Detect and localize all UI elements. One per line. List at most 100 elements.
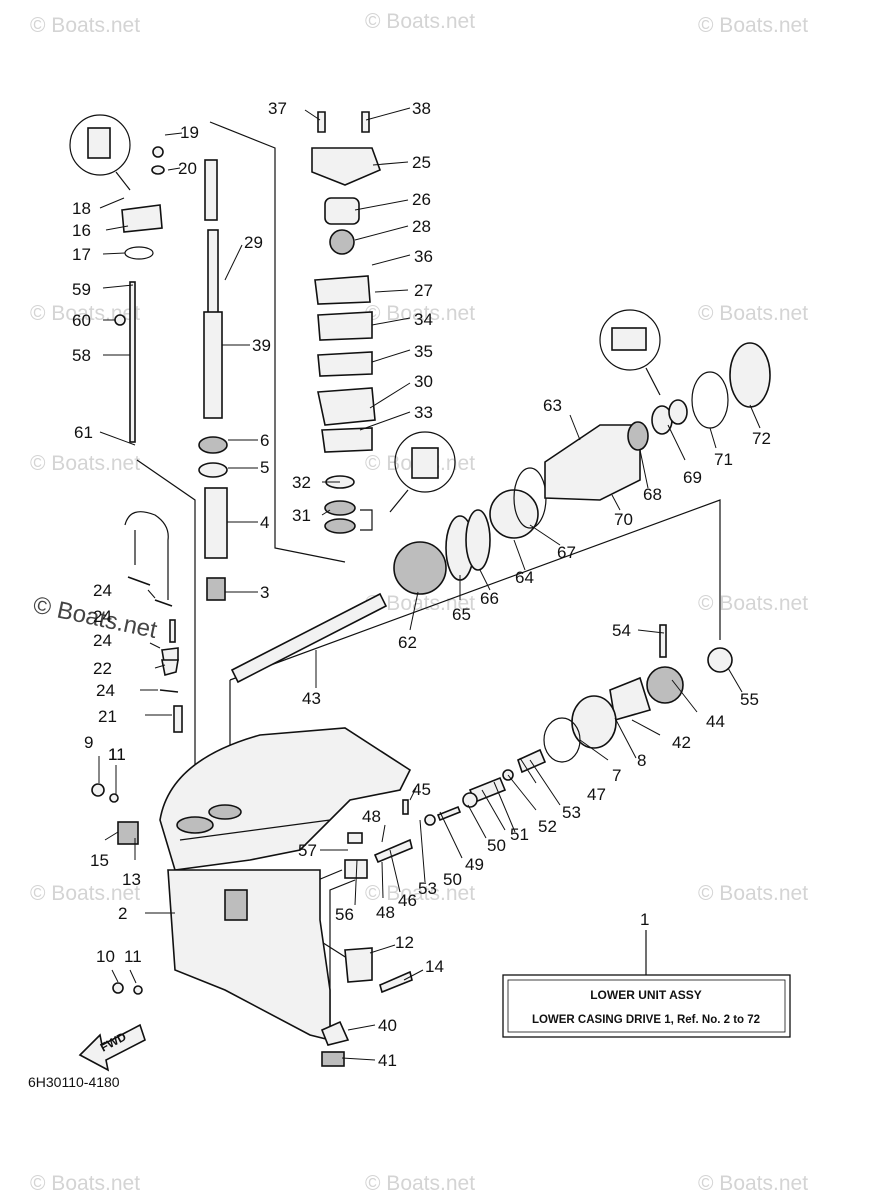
fwd-arrow: FWD: [78, 1023, 146, 1072]
watermark: © Boats.net: [698, 302, 808, 325]
callout-label: 36: [414, 247, 433, 266]
callout-label: 3: [260, 583, 269, 602]
callout-label: 6: [260, 431, 269, 450]
callout-label: 20: [178, 159, 197, 178]
watermark: © Boats.net: [365, 592, 475, 615]
callout-label: 42: [672, 733, 691, 752]
grease-icon: [69, 114, 131, 191]
callout-label: 18: [72, 199, 91, 218]
callout-label: 4: [260, 513, 269, 532]
callout-label: 63: [543, 396, 562, 415]
watermark: © Boats.net: [365, 882, 475, 905]
callout-label: 26: [412, 190, 431, 209]
callout-label: 41: [378, 1051, 397, 1070]
callout-label: 46: [398, 891, 417, 910]
watermark: © Boats.net: [30, 882, 140, 905]
callout-label: 70: [614, 510, 633, 529]
callout-label: 55: [740, 690, 759, 709]
callout-label: 9: [84, 733, 93, 752]
watermark: © Boats.net: [30, 302, 140, 325]
callout-label: 30: [414, 372, 433, 391]
callout-label: 53: [418, 879, 437, 898]
callout-label: 22: [93, 659, 112, 678]
callout-label: 44: [706, 712, 725, 731]
guide-lines: [136, 121, 721, 1030]
callout-label: 21: [98, 707, 117, 726]
legend-subtitle: LOWER CASING DRIVE 1, Ref. No. 2 to 72: [532, 1014, 760, 1026]
callout-label: 54: [612, 621, 631, 640]
callout-label: 31: [292, 506, 311, 525]
callout-label: 51: [510, 825, 529, 844]
diagram-code: 6H30110-4180: [28, 1074, 120, 1090]
watermark: © Boats.net: [698, 592, 808, 615]
watermark: © Boats.net: [30, 14, 140, 37]
callout-label: 35: [414, 342, 433, 361]
callout-label: 45: [412, 780, 431, 799]
lower-casing: [159, 727, 412, 1042]
callout-label: 7: [612, 766, 621, 785]
callout-label: 11: [108, 745, 126, 764]
callout-label: 10: [96, 947, 115, 966]
callout-label: 12: [395, 933, 414, 952]
callout-label: 57: [298, 841, 317, 860]
watermark: © Boats.net: [30, 452, 140, 475]
callout-label: 13: [122, 870, 141, 889]
callout-label: 25: [412, 153, 431, 172]
callout-label: 11: [124, 947, 142, 966]
callout-label: 28: [412, 217, 431, 236]
callout-label: 59: [72, 280, 91, 299]
callout-label: 37: [268, 99, 287, 118]
watermark: © Boats.net: [365, 302, 475, 325]
callout-label: 43: [302, 689, 321, 708]
callout-label: 27: [414, 281, 433, 300]
callout-label: 34: [414, 310, 433, 329]
watermark: © Boats.net: [698, 1172, 808, 1195]
propeller-shaft: [230, 342, 771, 684]
callout-labels: 1 2 3 4 5 6 7 8 9 10 11 11 11 12 13 14 1…: [72, 99, 771, 1070]
watermark: © Boats.net: [698, 882, 808, 905]
grease-icon: [389, 431, 456, 513]
callout-label: 33: [414, 403, 433, 422]
callout-label: 62: [398, 633, 417, 652]
callout-label: 1: [640, 910, 649, 929]
callout-label: 40: [378, 1016, 397, 1035]
grease-icon: [599, 309, 661, 396]
callout-label: 5: [260, 458, 269, 477]
watermark: © Boats.net: [698, 14, 808, 37]
callout-label: 72: [752, 429, 771, 448]
callout-label: 24: [93, 607, 112, 626]
leader-lines: [98, 107, 761, 1061]
callout-label: 50: [443, 870, 462, 889]
callout-label: 49: [465, 855, 484, 874]
callout-label: 11: [108, 745, 126, 764]
callout-label: 24: [93, 631, 112, 650]
callout-label: 19: [180, 123, 199, 142]
left-small-parts: [91, 146, 413, 1067]
callout-label: 2: [118, 904, 127, 923]
callout-label: 24: [96, 681, 115, 700]
callout-label: 39: [252, 336, 271, 355]
callout-label: 38: [412, 99, 431, 118]
callout-label: 14: [425, 957, 444, 976]
callout-label: 29: [244, 233, 263, 252]
callout-label: 60: [72, 311, 91, 330]
callout-label: 61: [74, 423, 93, 442]
callout-label: 53: [562, 803, 581, 822]
callout-label: 67: [557, 543, 576, 562]
callout-label: 8: [637, 751, 646, 770]
callout-label: 64: [515, 568, 534, 587]
watermark: © Boats.net: [365, 1172, 475, 1195]
callout-label: 69: [683, 468, 702, 487]
callout-label: 32: [292, 473, 311, 492]
callout-label: 47: [587, 785, 606, 804]
legend-box: LOWER UNIT ASSY LOWER CASING DRIVE 1, Re…: [502, 930, 791, 1038]
callout-label: 52: [538, 817, 557, 836]
drive-shaft: [198, 159, 228, 601]
callout-label: 15: [90, 851, 109, 870]
legend-title: LOWER UNIT ASSY: [590, 988, 702, 1002]
water-pump: [311, 111, 382, 534]
callout-label: 50: [487, 836, 506, 855]
callout-label: 68: [643, 485, 662, 504]
callout-label: 17: [72, 245, 91, 264]
